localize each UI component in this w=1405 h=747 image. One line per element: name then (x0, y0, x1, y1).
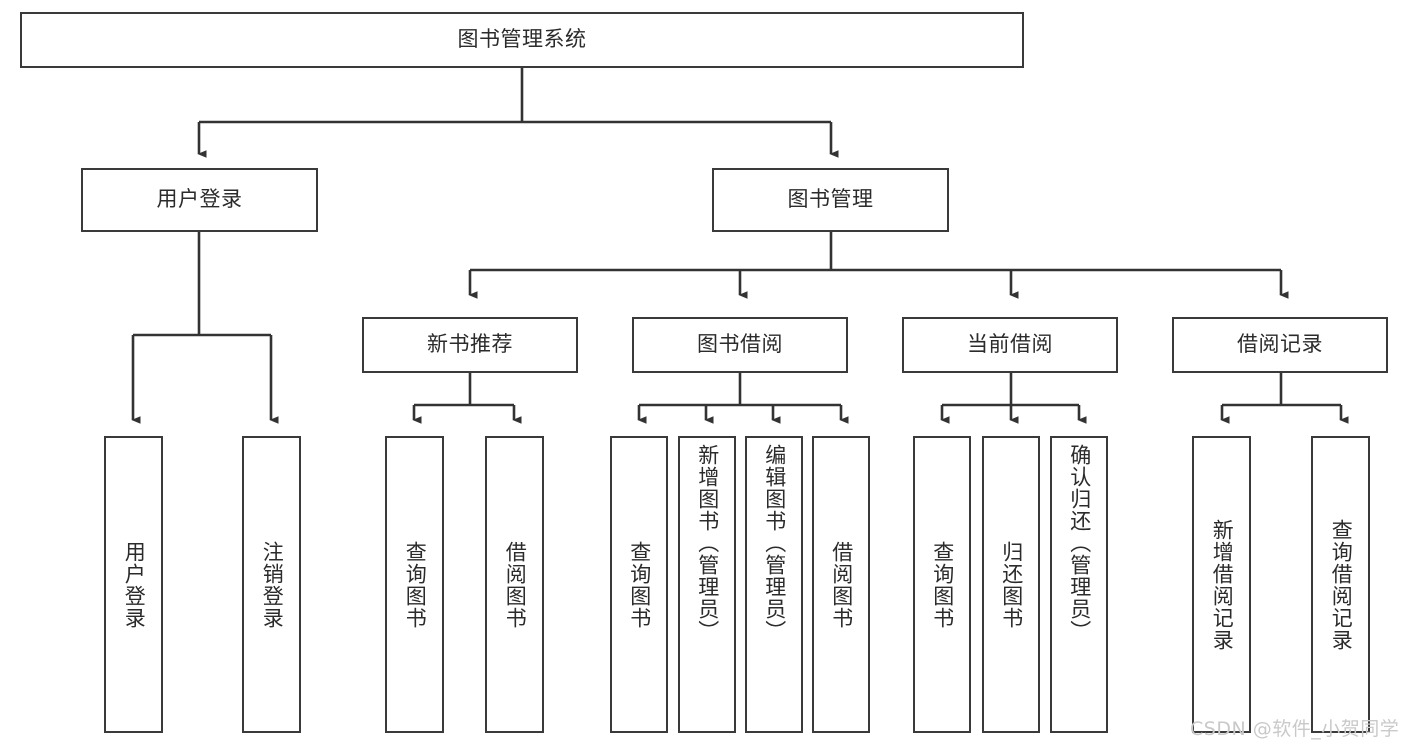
node-current-borrow[interactable]: 当前借阅 (902, 317, 1118, 373)
node-root-book-management-system[interactable]: 图书管理系统 (20, 12, 1024, 68)
node-label: 借阅图书 (503, 540, 528, 629)
node-label: 查询图书 (403, 540, 428, 629)
leaf-return-book[interactable]: 归还图书 (982, 436, 1040, 733)
node-book-borrow[interactable]: 图书借阅 (632, 317, 848, 373)
leaf-query-borrow-record[interactable]: 查询借阅记录 (1311, 436, 1370, 733)
node-label: 查询图书 (930, 540, 955, 629)
node-user-login[interactable]: 用户登录 (81, 168, 318, 232)
node-new-book-recommend[interactable]: 新书推荐 (362, 317, 578, 373)
leaf-confirm-return-admin[interactable]: 确认归还（管理员） (1050, 436, 1108, 733)
node-label: 借阅图书 (829, 540, 854, 629)
node-label: 编辑图书（管理员） (762, 444, 787, 642)
leaf-edit-book-admin[interactable]: 编辑图书（管理员） (745, 436, 803, 733)
node-label: 用户登录 (122, 540, 147, 629)
node-borrow-record[interactable]: 借阅记录 (1172, 317, 1388, 373)
node-label: 借阅记录 (1237, 332, 1323, 357)
node-label: 新书推荐 (427, 332, 513, 357)
node-label: 查询借阅记录 (1329, 518, 1354, 651)
leaf-query-book-recommend[interactable]: 查询图书 (385, 436, 444, 733)
node-label: 确认归还（管理员） (1067, 444, 1092, 642)
leaf-query-book-borrow[interactable]: 查询图书 (610, 436, 668, 733)
node-label: 新增图书（管理员） (695, 444, 720, 642)
leaf-borrow-book[interactable]: 借阅图书 (812, 436, 870, 733)
node-label: 图书管理 (787, 187, 874, 212)
node-book-management[interactable]: 图书管理 (712, 168, 949, 232)
leaf-user-login[interactable]: 用户登录 (104, 436, 163, 733)
leaf-logout[interactable]: 注销登录 (242, 436, 301, 733)
node-label: 图书借阅 (697, 332, 783, 357)
node-label: 用户登录 (156, 187, 243, 212)
leaf-add-borrow-record[interactable]: 新增借阅记录 (1192, 436, 1251, 733)
leaf-query-book-current[interactable]: 查询图书 (913, 436, 971, 733)
node-label: 图书管理系统 (457, 27, 587, 52)
leaf-borrow-book-recommend[interactable]: 借阅图书 (485, 436, 544, 733)
node-label: 归还图书 (999, 540, 1024, 629)
node-label: 查询图书 (627, 540, 652, 629)
node-label: 新增借阅记录 (1210, 518, 1235, 651)
leaf-add-book-admin[interactable]: 新增图书（管理员） (678, 436, 736, 733)
node-label: 注销登录 (260, 540, 285, 629)
node-label: 当前借阅 (967, 332, 1053, 357)
